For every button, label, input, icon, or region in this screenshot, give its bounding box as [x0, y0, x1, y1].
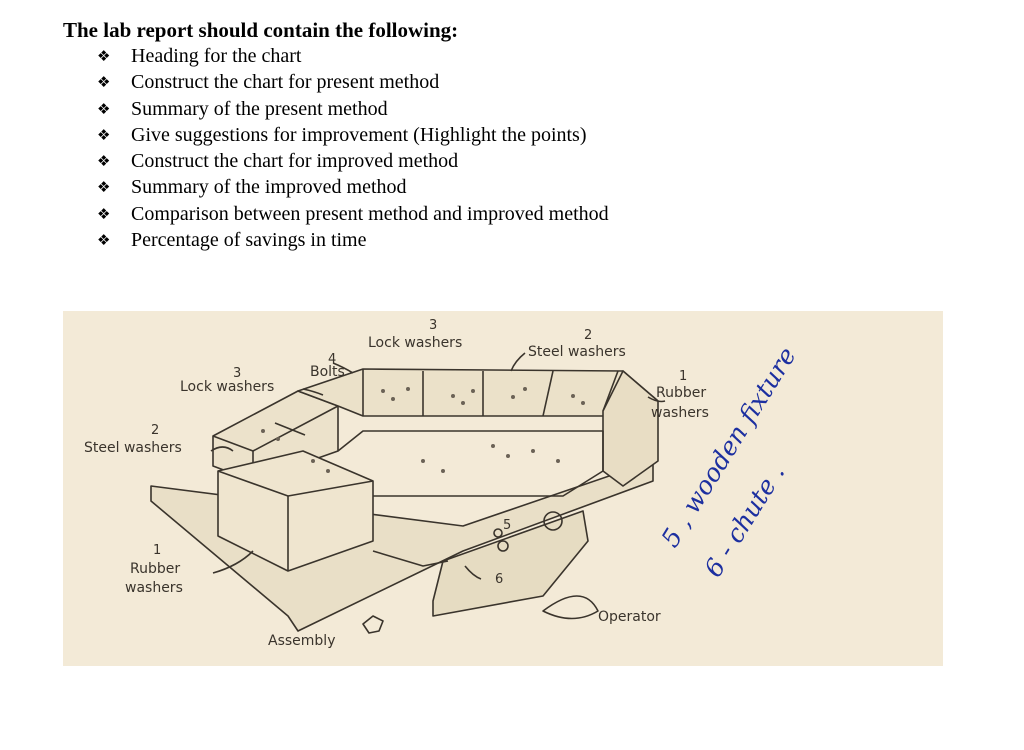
rubber-washers-left-label-2: washers — [125, 580, 183, 596]
workplace-layout-figure: 3 Lock washers 2 Steel washers 4 Bolts 3… — [63, 311, 943, 666]
lock-washers-left-label: Lock washers — [180, 379, 274, 395]
lock-washers-top-number: 3 — [429, 318, 437, 333]
workplace-sketch: 3 Lock washers 2 Steel washers 4 Bolts 3… — [84, 318, 802, 649]
rubber-washers-right-number: 1 — [679, 369, 687, 384]
assembly-label: Assembly — [268, 633, 335, 649]
list-item: ❖Construct the chart for present method — [97, 69, 609, 95]
diamond-bullet-icon: ❖ — [97, 152, 111, 171]
bolts-number: 4 — [328, 352, 336, 367]
steel-washers-left-number: 2 — [151, 423, 159, 438]
diamond-bullet-icon: ❖ — [97, 99, 111, 118]
report-heading: The lab report should contain the follow… — [63, 18, 459, 42]
rubber-washers-right-label-1: Rubber — [656, 385, 706, 401]
bolts-label: Bolts — [310, 364, 345, 380]
marker-5: 5 — [503, 518, 511, 533]
list-item: ❖Summary of the present method — [97, 96, 609, 122]
list-item: ❖Construct the chart for improved method — [97, 148, 609, 174]
steel-washers-left-label: Steel washers — [84, 440, 182, 456]
diamond-bullet-icon: ❖ — [97, 204, 111, 223]
rubber-washers-left-number: 1 — [153, 543, 161, 558]
list-item: ❖Percentage of savings in time — [97, 227, 609, 253]
diamond-bullet-icon: ❖ — [97, 178, 111, 197]
diamond-bullet-icon: ❖ — [97, 47, 111, 65]
lock-washers-top-label: Lock washers — [368, 335, 462, 351]
steel-washers-top-label: Steel washers — [528, 344, 626, 360]
diamond-bullet-icon: ❖ — [97, 231, 111, 250]
lock-washers-left-number: 3 — [233, 366, 241, 381]
list-item: ❖Comparison between present method and i… — [97, 201, 609, 227]
operator-label: Operator — [598, 609, 661, 625]
steel-washers-top-number: 2 — [584, 328, 592, 343]
list-item: ❖Summary of the improved method — [97, 174, 609, 200]
diamond-bullet-icon: ❖ — [97, 125, 111, 144]
rubber-washers-left-label-1: Rubber — [130, 561, 180, 577]
bin-sketch — [150, 352, 666, 634]
list-item: ❖Heading for the chart — [97, 43, 609, 69]
marker-6: 6 — [495, 572, 503, 587]
requirements-list: ❖Heading for the chart ❖Construct the ch… — [97, 43, 609, 253]
list-item: ❖Give suggestions for improvement (Highl… — [97, 122, 609, 148]
parts-texture — [261, 387, 585, 473]
rubber-washers-right-label-2: washers — [651, 405, 709, 421]
diamond-bullet-icon: ❖ — [97, 73, 111, 92]
